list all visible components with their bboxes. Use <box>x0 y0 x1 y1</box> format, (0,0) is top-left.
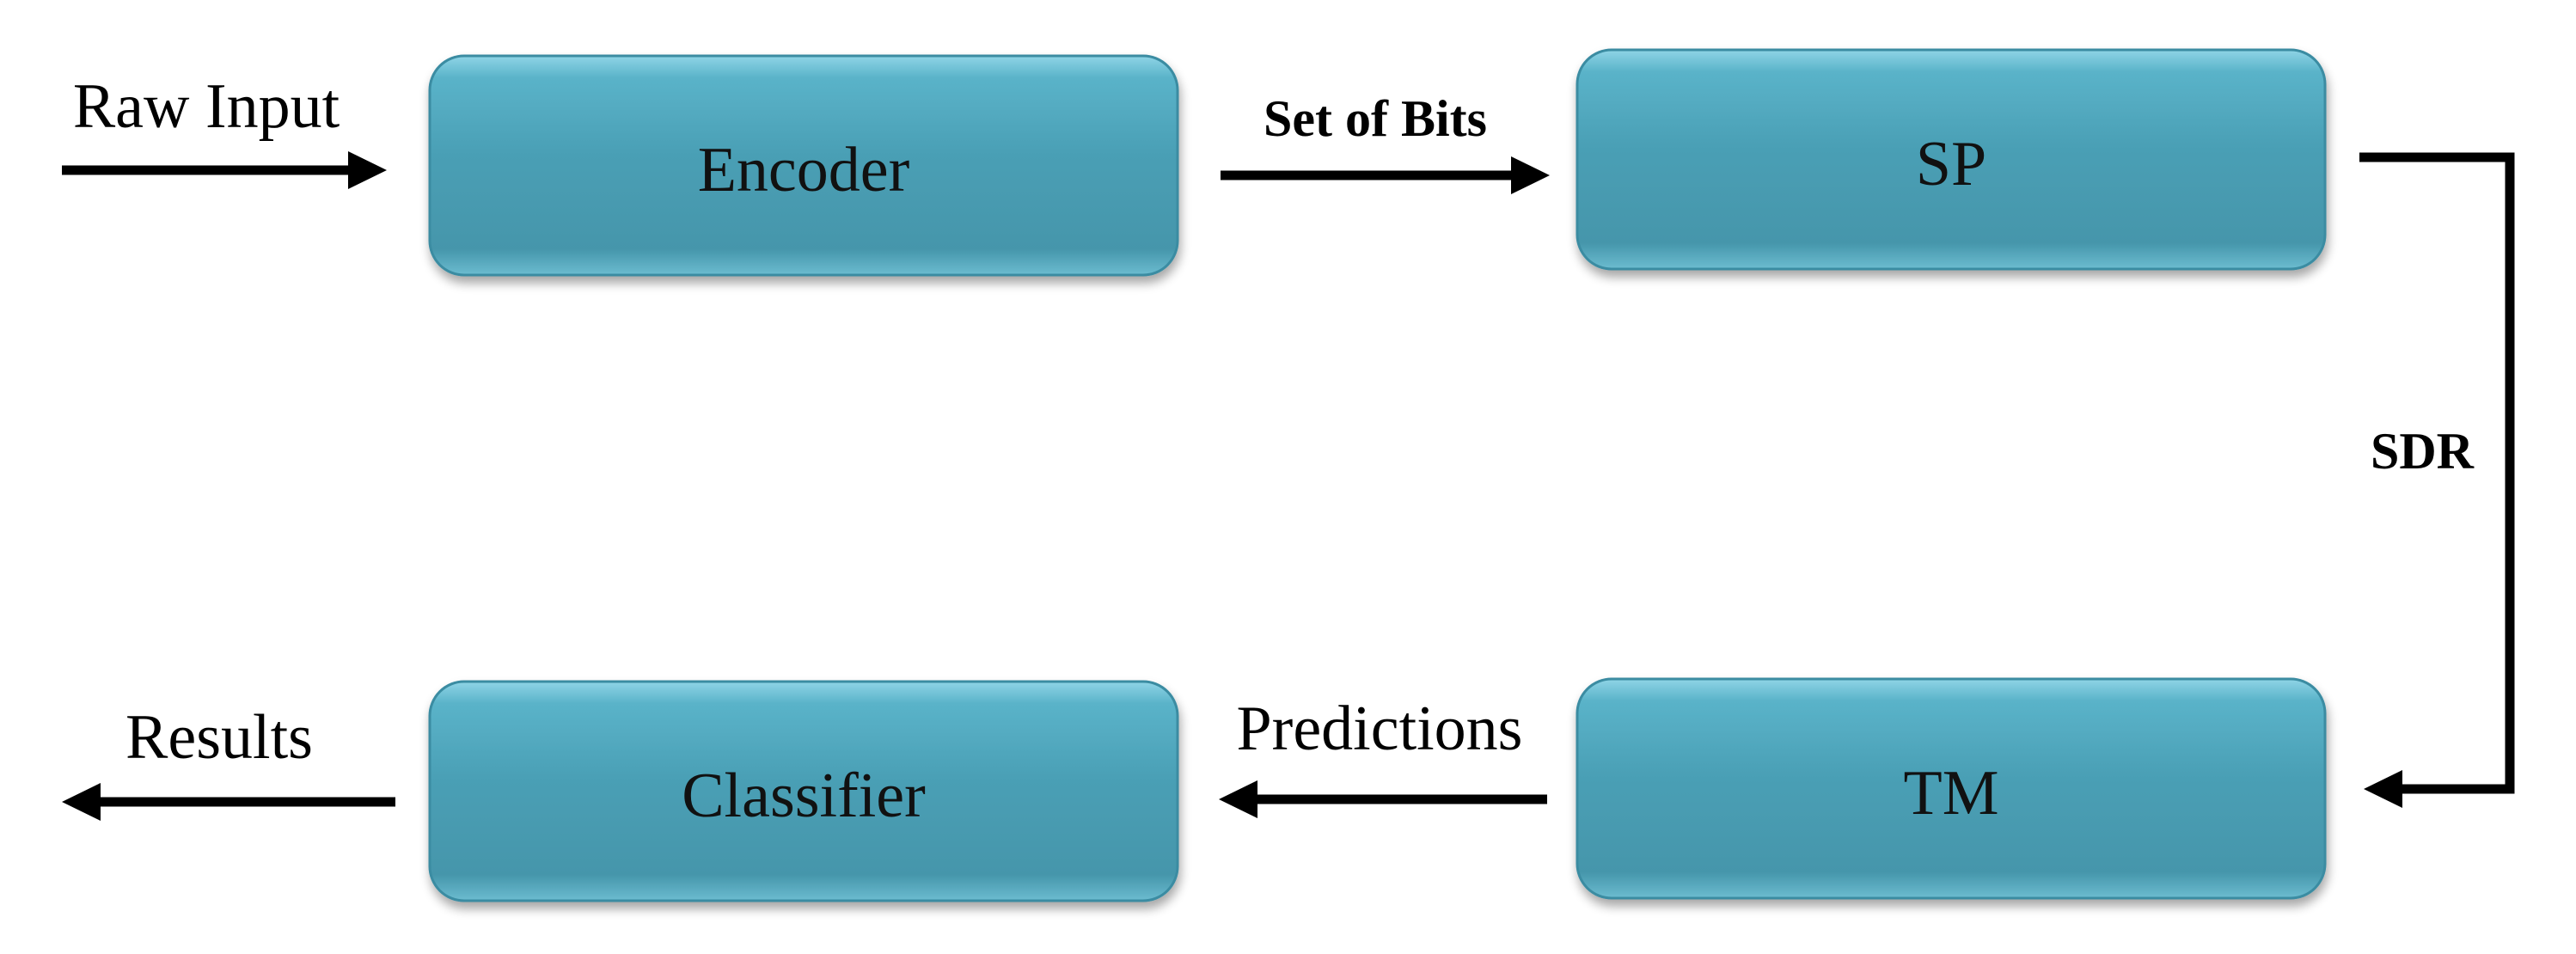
sp-label: SP <box>1916 129 1986 199</box>
arrowhead-left-icon <box>1219 780 1257 818</box>
classifier-label: Classifier <box>682 761 926 831</box>
tm-to-classifier-arrow <box>1219 780 1547 818</box>
raw-input-label: Raw Input <box>73 71 340 142</box>
encoder-to-sp-arrow <box>1221 156 1550 194</box>
sp-box <box>1576 48 2327 271</box>
sp-to-tm-arrow <box>2359 152 2515 808</box>
tm-box <box>1576 677 2327 900</box>
sdr-label: SDR <box>2371 423 2475 480</box>
results-arrow <box>62 783 395 821</box>
predictions-label: Predictions <box>1237 694 1523 764</box>
arrowhead-left-icon <box>2364 770 2402 808</box>
tm-label: TM <box>1904 758 1999 829</box>
classifier-node: Classifier <box>428 680 1179 902</box>
raw-input-arrow <box>62 151 387 189</box>
set-of-bits-label: Set of Bits <box>1264 90 1487 147</box>
arrowhead-right-icon <box>348 151 387 189</box>
arrowhead-right-icon <box>1511 156 1550 194</box>
results-label: Results <box>125 702 313 773</box>
encoder-node: Encoder <box>428 54 1179 277</box>
encoder-label: Encoder <box>698 135 910 205</box>
encoder-box <box>428 54 1179 277</box>
arrowhead-left-icon <box>62 783 101 821</box>
tm-node: TM <box>1576 677 2327 900</box>
sp-node: SP <box>1576 48 2327 271</box>
classifier-box <box>428 680 1179 902</box>
